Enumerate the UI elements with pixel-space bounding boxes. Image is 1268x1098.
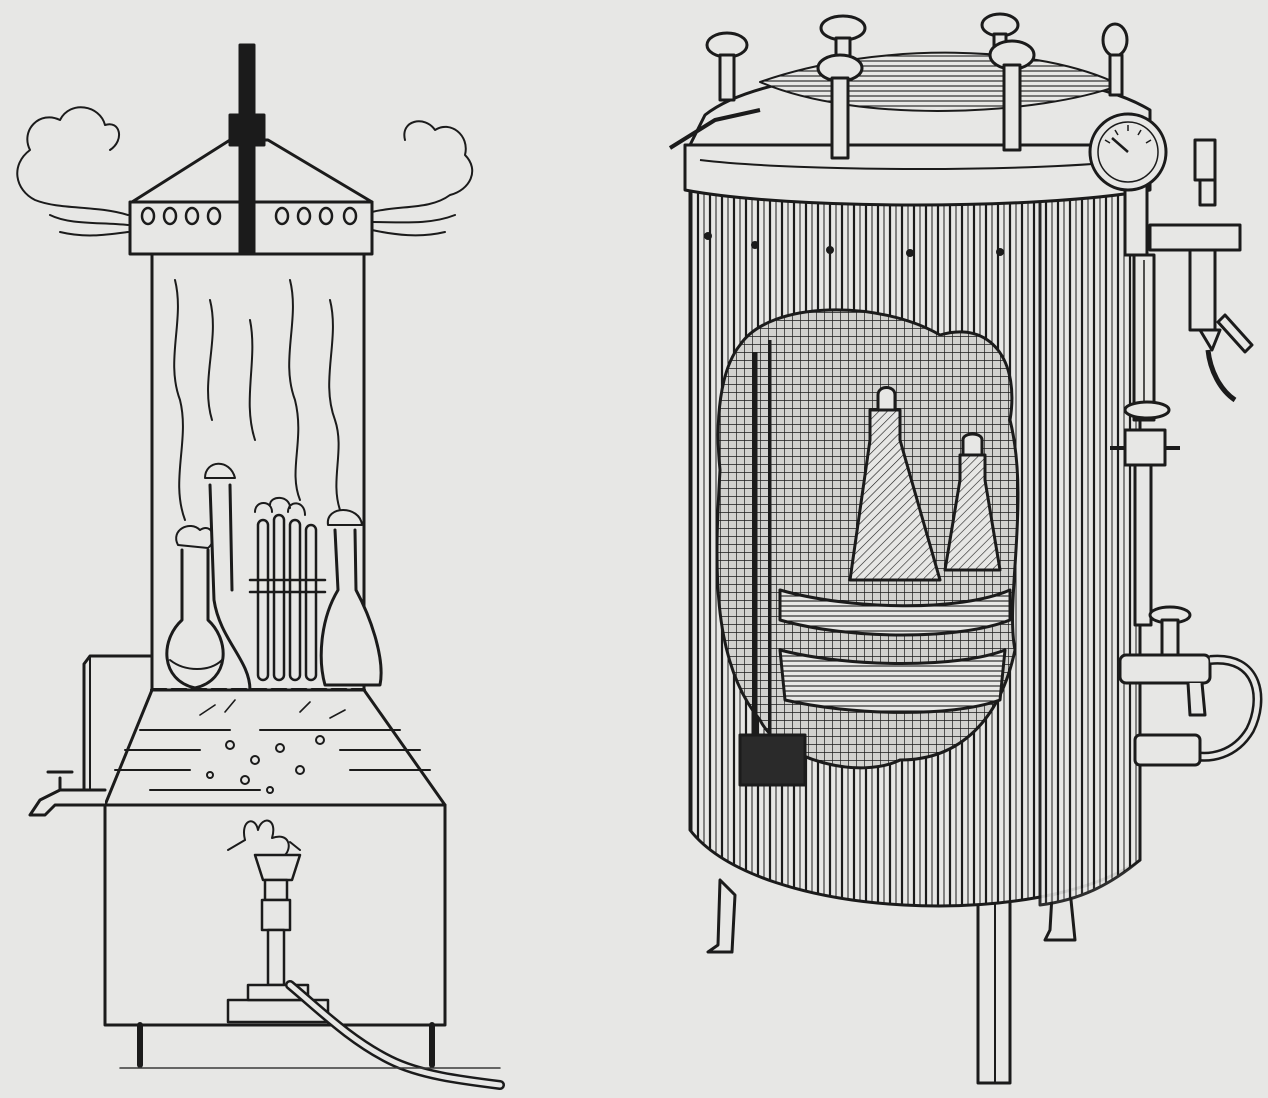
flask-icon: [943, 432, 1002, 572]
flask-icon: [848, 386, 942, 582]
vent-holes: [140, 206, 358, 226]
level-gauge: [1110, 253, 1180, 627]
thermometer-clamp: [228, 113, 266, 147]
rising-steam: [173, 279, 341, 521]
valve-icon: [1148, 138, 1254, 403]
top-band: [683, 143, 1152, 207]
pressure-gauge-icon: [1088, 112, 1168, 257]
flask-icon: [319, 509, 383, 687]
basket-base: [778, 648, 1007, 714]
boiling-water: [114, 699, 431, 794]
tap-icon: [1118, 605, 1263, 767]
burner-icon: [226, 819, 330, 1024]
nameplate: [738, 733, 807, 787]
gas-hose-inner: [287, 982, 503, 1088]
tap-icon: [28, 770, 107, 817]
rivets: [704, 232, 1004, 257]
basket-band: [778, 588, 1012, 637]
steam-sterilizer: [16, 43, 505, 1090]
lid-bolts: [705, 12, 1129, 160]
water-bath: [103, 688, 447, 807]
steam-icon: [16, 106, 474, 237]
flask-icon: [204, 462, 252, 692]
test-tube-rack-icon: [248, 496, 327, 682]
level-tube: [82, 654, 154, 792]
autoclave: [668, 12, 1263, 1085]
